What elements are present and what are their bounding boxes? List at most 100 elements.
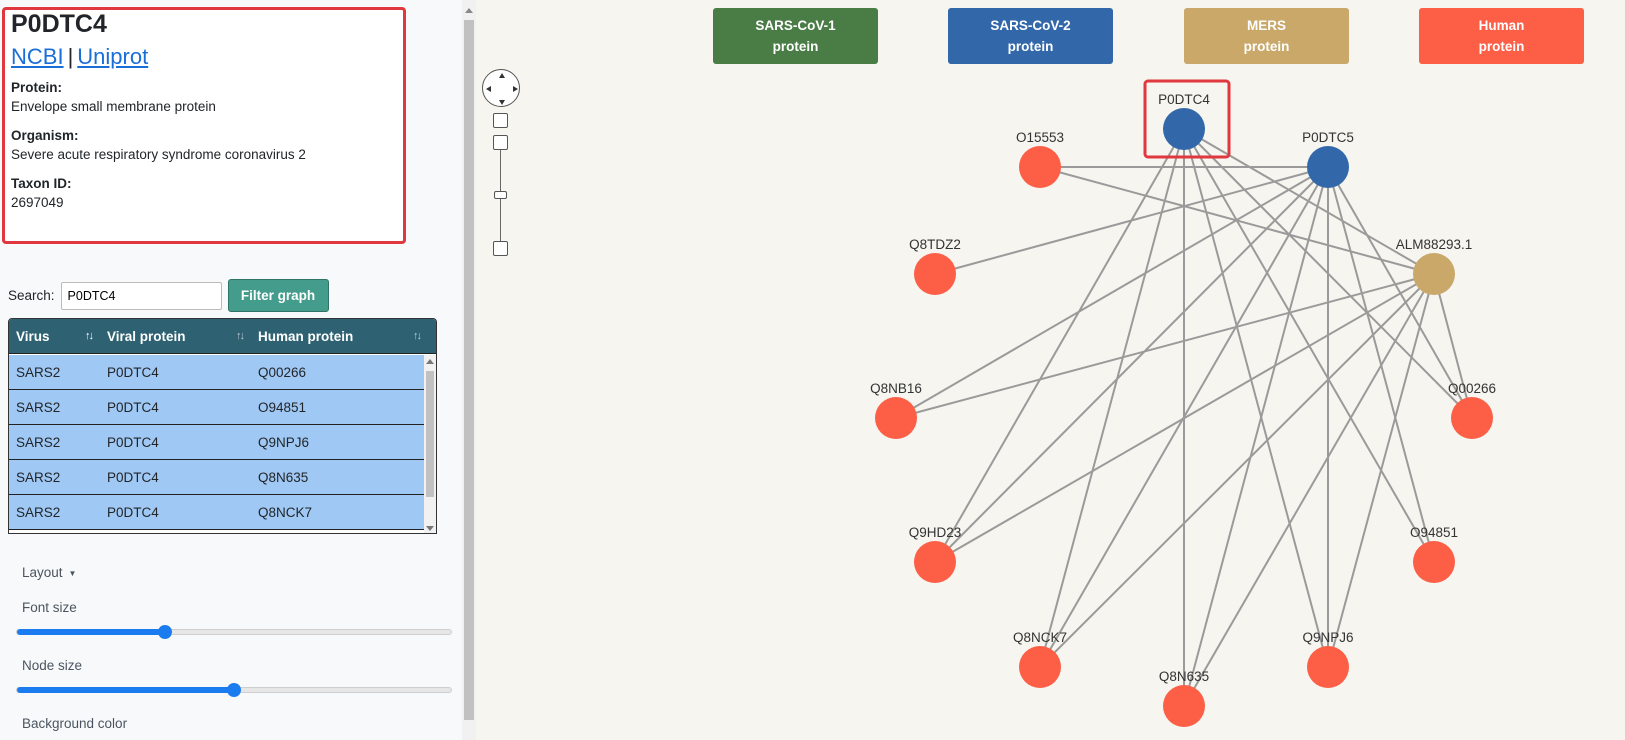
graph-node-label: Q8TDZ2: [909, 237, 961, 252]
table-cell: SARS2: [16, 434, 61, 450]
sort-icon: ↑↓: [236, 330, 245, 342]
table-cell: SARS2: [16, 469, 61, 485]
table-cell: Q8NCK7: [258, 504, 313, 520]
zoom-reset-button[interactable]: [493, 135, 508, 150]
zoom-slider-handle[interactable]: [494, 191, 507, 199]
table-header: Virus ↑↓ Viral protein ↑↓ Human protein …: [9, 319, 436, 354]
legend-mers: MERS protein: [1184, 8, 1349, 64]
graph-edge: [1183, 273, 1435, 707]
font-size-label: Font size: [22, 600, 77, 615]
protein-info-panel: P0DTC4 NCBI|Uniprot Protein: Envelope sm…: [2, 7, 406, 244]
layout-dropdown[interactable]: Layout ▼: [22, 565, 452, 580]
graph-edge: [1039, 166, 1435, 275]
node-size-slider[interactable]: [16, 683, 452, 697]
graph-edge: [895, 166, 1329, 419]
graph-node[interactable]: [914, 541, 956, 583]
graph-node-label: O15553: [1016, 130, 1064, 145]
legend-sublabel: protein: [1478, 39, 1525, 54]
scrollbar-thumb[interactable]: [464, 20, 474, 720]
graph-node-label: P0DTC4: [1158, 92, 1210, 107]
graph-node-label: O94851: [1410, 525, 1458, 540]
graph-edge: [934, 273, 1435, 563]
filter-graph-button[interactable]: Filter graph: [227, 279, 329, 312]
graph-node[interactable]: [1451, 397, 1493, 439]
graph-node[interactable]: [1413, 253, 1455, 295]
graph-edge: [1039, 166, 1329, 668]
organism-label: Organism:: [11, 128, 79, 143]
slider-thumb[interactable]: [227, 683, 241, 697]
zoom-in-button[interactable]: [493, 113, 508, 128]
table-scrollbar[interactable]: [424, 355, 436, 533]
search-input[interactable]: [60, 281, 222, 310]
slider-fill: [17, 629, 165, 635]
uniprot-link[interactable]: Uniprot: [77, 44, 149, 69]
link-separator: |: [67, 44, 74, 69]
legend-sublabel: protein: [772, 39, 819, 54]
pan-control[interactable]: [482, 69, 520, 107]
graph-node-label: ALM88293.1: [1396, 237, 1473, 252]
graph-node[interactable]: [875, 397, 917, 439]
graph-node[interactable]: [1307, 646, 1349, 688]
table-cell: P0DTC4: [107, 399, 159, 415]
graph-node[interactable]: [1163, 685, 1205, 727]
graph-node-label: Q8NB16: [870, 381, 922, 396]
layout-label: Layout: [22, 565, 63, 580]
legend-sars-cov-1: SARS-CoV-1 protein: [713, 8, 878, 64]
graph-edge: [1039, 128, 1185, 668]
protein-title: P0DTC4: [11, 10, 107, 38]
column-header-label: Human protein: [258, 328, 354, 344]
graph-edge: [895, 273, 1435, 419]
legend-label: SARS-CoV-1: [755, 18, 836, 33]
selected-node-highlight: [1143, 79, 1231, 159]
protein-label: Protein:: [11, 80, 63, 95]
table-cell: O94851: [258, 399, 307, 415]
protein-value: Envelope small membrane protein: [11, 99, 216, 114]
ncbi-link[interactable]: NCBI: [11, 44, 64, 69]
graph-node[interactable]: [1019, 646, 1061, 688]
interactions-table: Virus ↑↓ Viral protein ↑↓ Human protein …: [8, 318, 437, 534]
sort-icon: ↑↓: [85, 330, 94, 342]
graph-edges: [895, 128, 1473, 707]
sort-icon: ↑↓: [413, 330, 422, 342]
graph-edge: [1183, 166, 1329, 707]
table-cell: P0DTC4: [107, 504, 159, 520]
zoom-slider-track[interactable]: [500, 149, 501, 249]
scroll-up-icon[interactable]: [465, 8, 473, 13]
zoom-out-button[interactable]: [493, 241, 508, 256]
graph-node[interactable]: [1163, 108, 1205, 150]
graph-node[interactable]: [1019, 146, 1061, 188]
caret-down-icon: ▼: [68, 568, 77, 578]
scroll-up-icon[interactable]: [426, 359, 434, 364]
graph-node-label: P0DTC5: [1302, 130, 1354, 145]
table-cell: SARS2: [16, 364, 61, 380]
sidebar-scrollbar[interactable]: [462, 0, 476, 740]
column-header-viral-protein[interactable]: Viral protein ↑↓: [100, 319, 251, 353]
slider-thumb[interactable]: [157, 625, 172, 639]
column-header-human-protein[interactable]: Human protein ↑↓: [251, 319, 428, 353]
graph-edge: [1433, 273, 1473, 419]
graph-edge: [1039, 273, 1435, 668]
graph-node[interactable]: [1307, 146, 1349, 188]
legend-sublabel: protein: [1007, 39, 1054, 54]
legend-label: SARS-CoV-2: [990, 18, 1071, 33]
slider-fill: [17, 687, 234, 693]
graph-node[interactable]: [914, 253, 956, 295]
scroll-down-icon[interactable]: [426, 526, 434, 531]
search-row: Search: Filter graph: [8, 279, 329, 312]
sidebar: P0DTC4 NCBI|Uniprot Protein: Envelope sm…: [0, 0, 462, 740]
graph-node[interactable]: [1413, 541, 1455, 583]
scrollbar-thumb[interactable]: [426, 371, 434, 497]
legend-sublabel: protein: [1243, 39, 1290, 54]
graph-edge: [934, 128, 1185, 563]
taxon-label: Taxon ID:: [11, 176, 72, 191]
column-header-virus[interactable]: Virus ↑↓: [9, 319, 100, 353]
external-links: NCBI|Uniprot: [11, 44, 397, 70]
font-size-slider[interactable]: [16, 625, 452, 639]
